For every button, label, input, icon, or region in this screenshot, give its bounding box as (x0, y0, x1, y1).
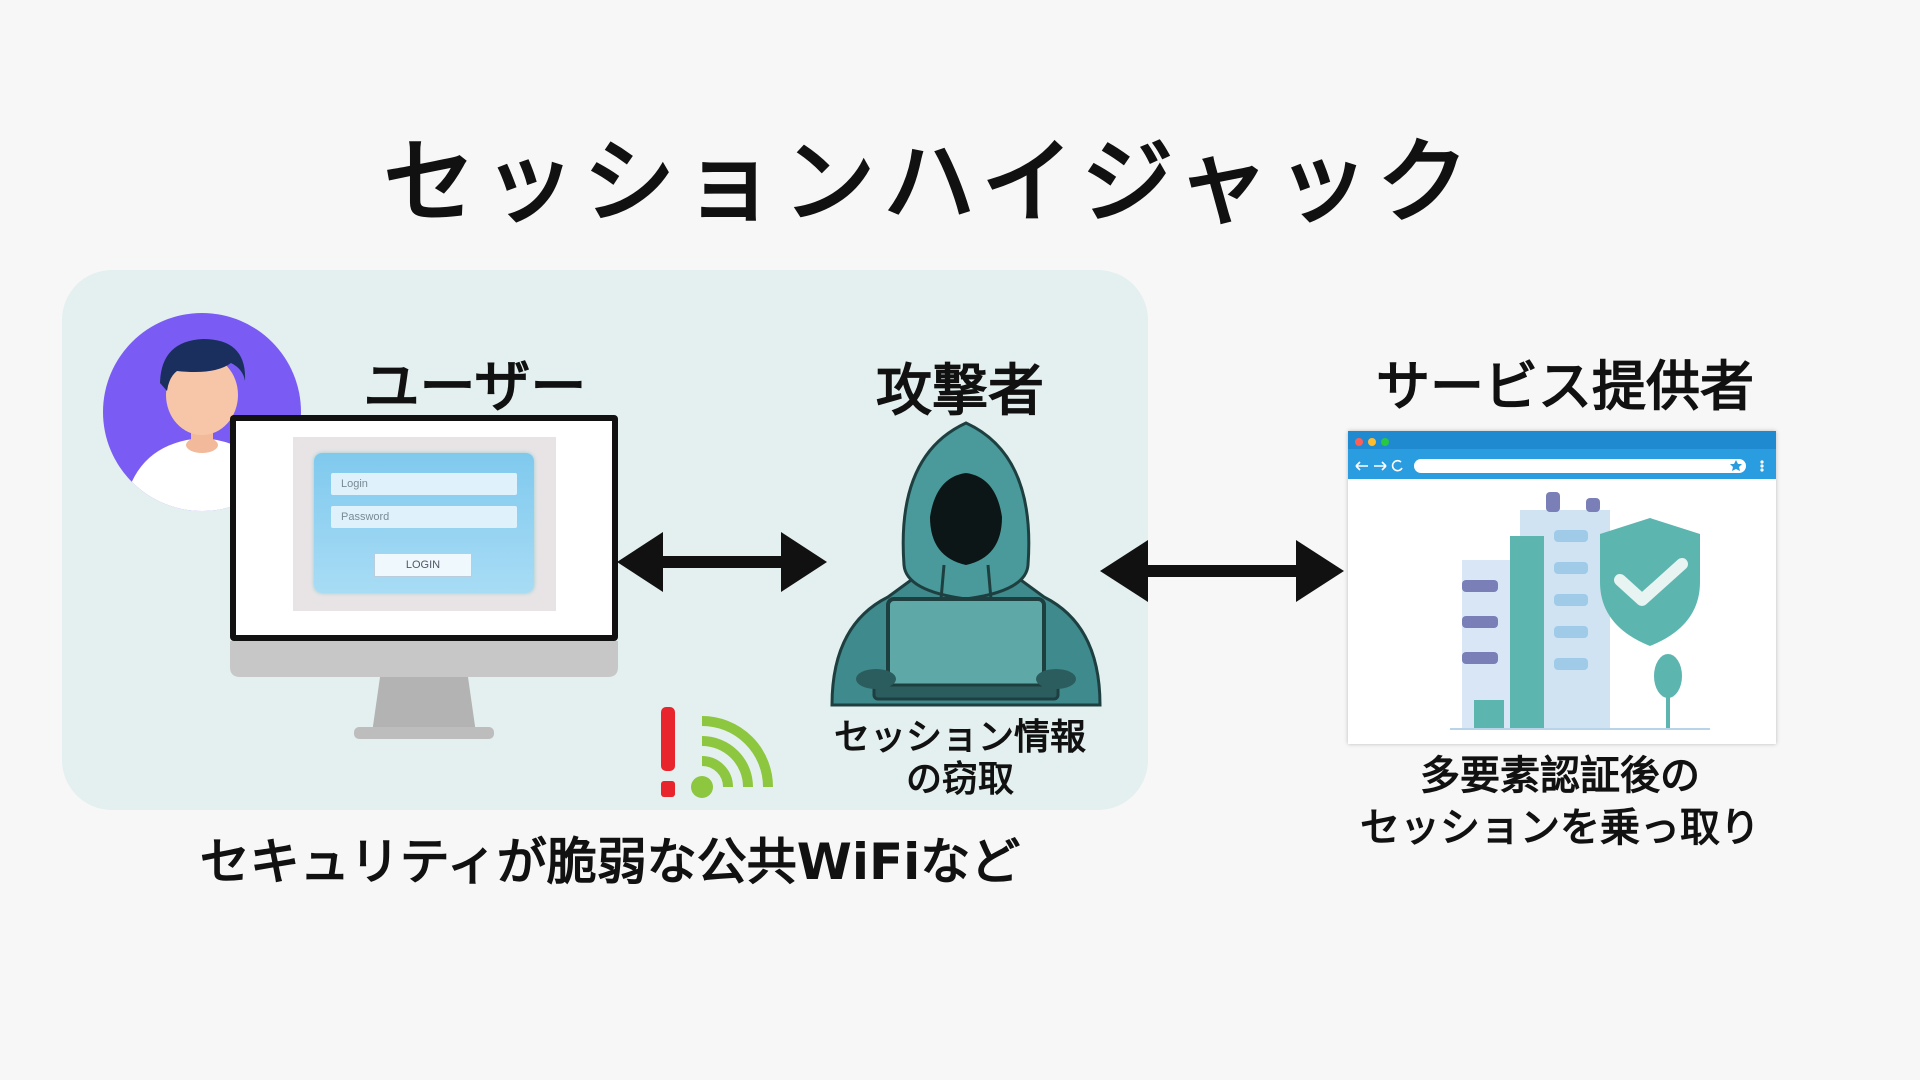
browser-controls-icon (1348, 431, 1776, 473)
attacker-caption-line1: セッション情報 (833, 717, 1086, 758)
attacker-label: 攻撃者 (876, 359, 1044, 424)
browser-toolbar (1348, 431, 1776, 479)
login-button[interactable]: LOGIN (374, 553, 472, 577)
provider-caption-line2: セッションを乗っ取り (1360, 805, 1760, 851)
wifi-warning-icon (661, 707, 773, 798)
provider-caption-line1: 多要素認証後の (1420, 753, 1700, 799)
diagram-title: セッションハイジャック (383, 129, 1477, 236)
provider-label: サービス提供者 (1376, 355, 1754, 418)
double-arrow-attacker-provider (1100, 540, 1344, 602)
secure-building-icon (1450, 492, 1710, 730)
double-arrow-user-attacker (617, 532, 827, 592)
password-input[interactable]: Password (331, 506, 517, 528)
attacker-caption: セッション情報 の窃取 (820, 717, 1100, 801)
hooded-hacker-icon (830, 421, 1102, 707)
attacker-caption-line2: の窃取 (905, 759, 1014, 800)
user-label: ユーザー (363, 355, 587, 420)
login-input[interactable]: Login (331, 473, 517, 495)
network-caption: セキュリティが脆弱な公共WiFiなど (199, 833, 1021, 891)
provider-caption: 多要素認証後の セッションを乗っ取り (1320, 750, 1800, 854)
